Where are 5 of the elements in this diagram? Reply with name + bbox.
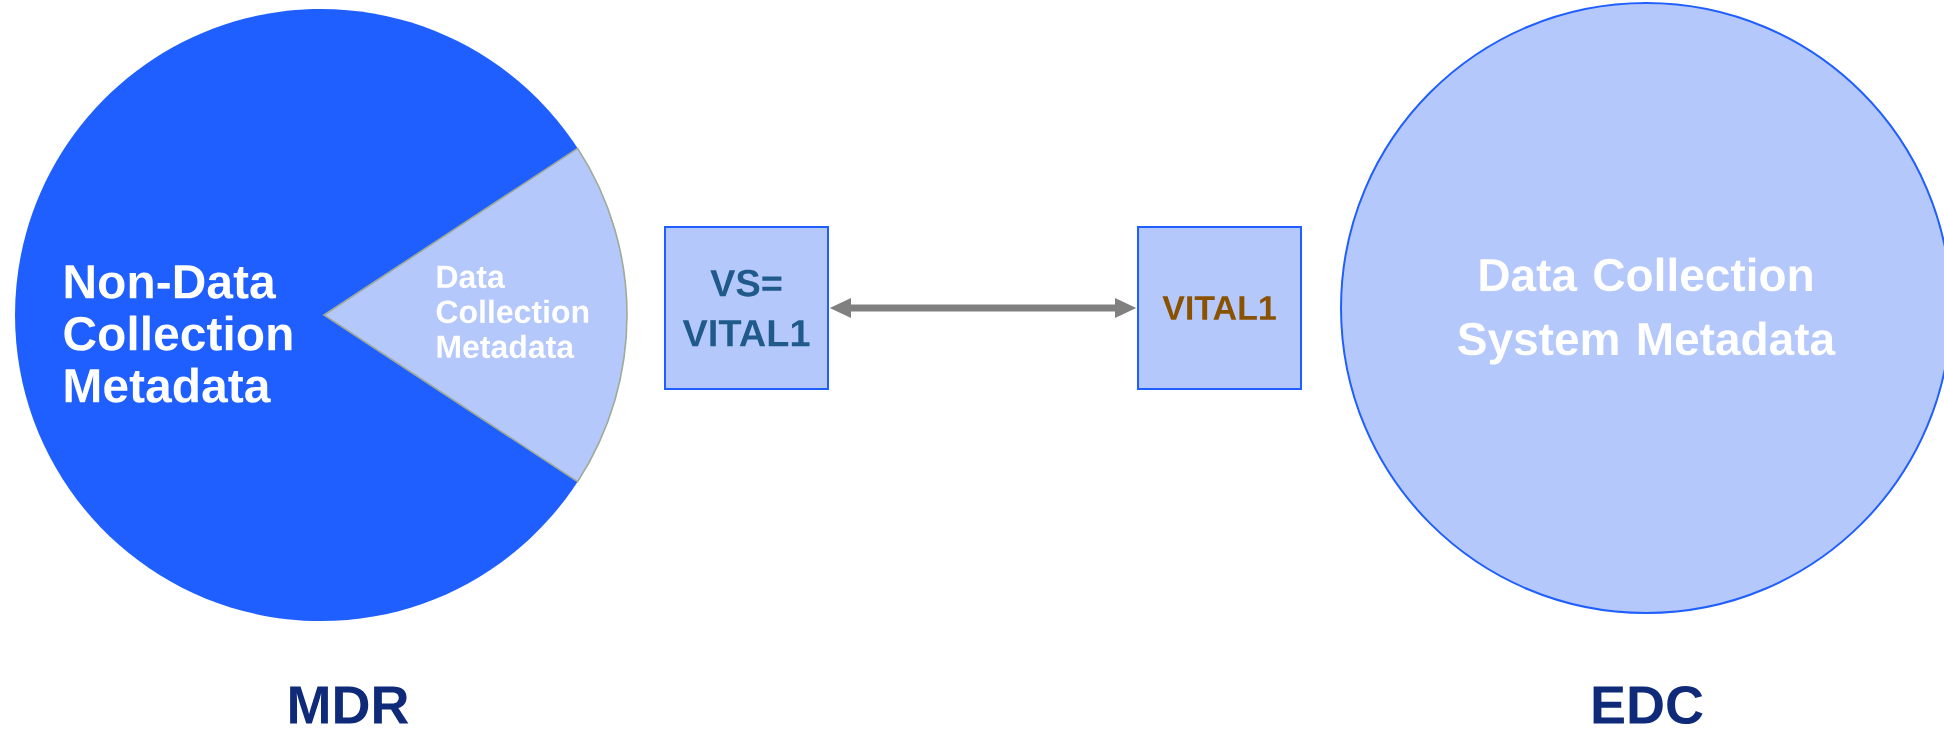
pie-slice: Data Collection Metadata [323, 147, 628, 483]
caption: EDC [1593, 685, 1703, 725]
caption: MDR [290, 686, 409, 724]
value-box: VITAL1 [1137, 226, 1302, 390]
value-box: VS= VITAL1 [664, 226, 829, 390]
